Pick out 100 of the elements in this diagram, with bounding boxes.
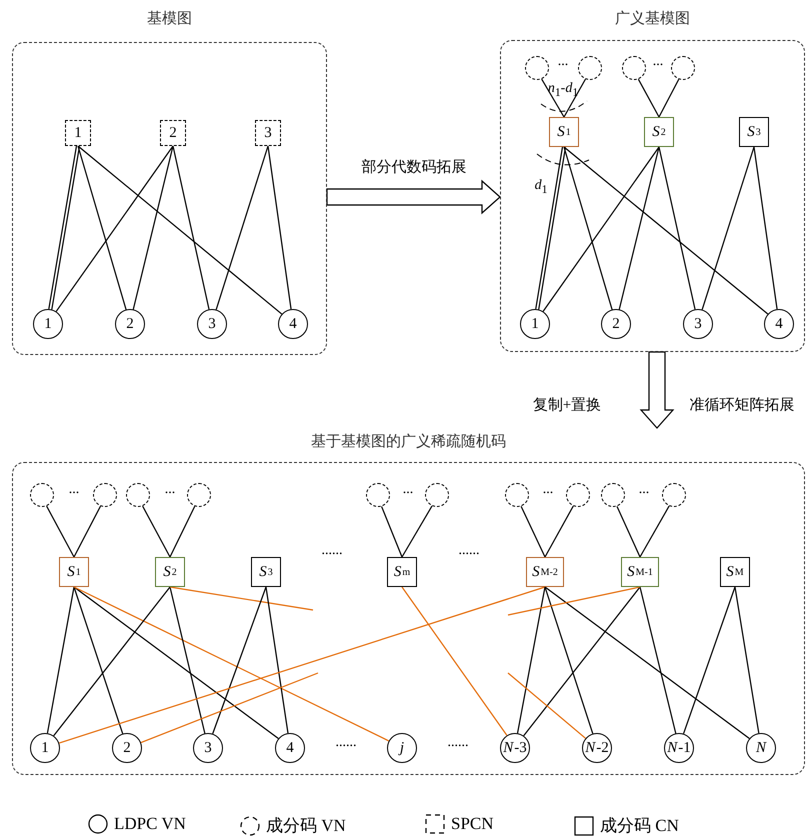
connector-line bbox=[53, 586, 170, 736]
dashed-variable-node-circle bbox=[578, 56, 602, 80]
variable-node-circle: 3 bbox=[683, 309, 713, 339]
dashed-variable-node-circle bbox=[425, 483, 449, 507]
dashed-variable-node-circle bbox=[671, 56, 695, 80]
dashed-variable-node-circle bbox=[93, 483, 117, 507]
connector-line bbox=[46, 506, 75, 558]
variable-node-circle: N bbox=[746, 733, 776, 763]
connector-line bbox=[140, 672, 318, 744]
block-arrow bbox=[640, 351, 674, 429]
legend-label: 成分码 VN bbox=[266, 815, 346, 837]
variable-node-circle: 3 bbox=[193, 733, 223, 763]
dashed-check-node: 2 bbox=[160, 120, 186, 146]
connector-line bbox=[544, 506, 574, 558]
dashed-check-node: 3 bbox=[255, 120, 281, 146]
variable-node-circle: 4 bbox=[275, 733, 305, 763]
connector-line bbox=[520, 506, 546, 558]
ellipsis: ...... bbox=[336, 735, 356, 751]
degree-label: d$_{1}$ bbox=[534, 178, 548, 196]
dashed-variable-node-circle bbox=[30, 483, 54, 507]
dashed-variable-node-circle bbox=[601, 483, 625, 507]
legend-label: 成分码 CN bbox=[600, 815, 679, 837]
connector-line bbox=[78, 146, 282, 314]
connector-line bbox=[401, 506, 433, 558]
connector-line bbox=[542, 146, 660, 312]
variable-node-circle: 1 bbox=[520, 309, 550, 339]
variable-node-circle: 4 bbox=[278, 309, 308, 339]
group-title: 基于基模图的广义稀疏随机码 bbox=[310, 432, 507, 451]
connector-line bbox=[658, 146, 696, 310]
connector-line bbox=[74, 586, 390, 742]
connector-line bbox=[544, 586, 594, 734]
variable-node-circle: 2 bbox=[601, 309, 631, 339]
dashed-variable-node-circle bbox=[662, 483, 686, 507]
variable-node-circle: 1 bbox=[30, 733, 60, 763]
connector-line bbox=[169, 586, 206, 734]
ellipsis: ... bbox=[542, 482, 554, 498]
variable-node-circle: 2 bbox=[115, 309, 145, 339]
variable-node-circle: 2 bbox=[112, 733, 142, 763]
ellipsis: ... bbox=[68, 482, 80, 498]
ellipsis: ... bbox=[638, 482, 650, 498]
variable-node-circle: N-3 bbox=[500, 733, 530, 763]
dashed-variable-node-circle bbox=[525, 56, 549, 80]
connector-line bbox=[74, 586, 279, 739]
dashed-variable-node-circle bbox=[126, 483, 150, 507]
connector-line bbox=[658, 78, 680, 118]
connector-line bbox=[142, 506, 171, 558]
connector-line bbox=[169, 506, 196, 558]
connector-line bbox=[402, 586, 508, 736]
variable-node-circle: j bbox=[387, 733, 417, 763]
connector-line bbox=[267, 146, 292, 310]
legend-label: LDPC VN bbox=[114, 814, 186, 834]
ellipsis: ... bbox=[652, 54, 664, 70]
connector-line bbox=[170, 586, 314, 611]
connector-line bbox=[523, 586, 640, 736]
connector-line bbox=[682, 586, 736, 734]
connector-line bbox=[563, 78, 586, 118]
legend-label: SPCN bbox=[451, 814, 494, 834]
ellipsis: ...... bbox=[458, 543, 480, 559]
variable-node-circle: N-2 bbox=[582, 733, 612, 763]
connector-line bbox=[508, 672, 586, 739]
connector-line bbox=[216, 146, 269, 310]
connector-line bbox=[638, 78, 660, 118]
ellipsis: ...... bbox=[322, 543, 342, 559]
connector-line bbox=[544, 586, 750, 739]
ellipsis: ... bbox=[558, 54, 568, 70]
group-title: 基模图 bbox=[146, 10, 193, 28]
connector-line bbox=[77, 146, 127, 310]
connector-line bbox=[734, 586, 760, 734]
connector-line bbox=[265, 586, 289, 734]
ellipsis: ...... bbox=[448, 735, 468, 751]
connector-line bbox=[516, 586, 546, 734]
connector-line bbox=[132, 146, 174, 310]
connector-line bbox=[508, 586, 640, 616]
connector-line bbox=[172, 146, 210, 310]
connector-line bbox=[381, 506, 403, 558]
connector-line bbox=[639, 506, 670, 558]
connector-line bbox=[73, 506, 102, 558]
connector-line bbox=[702, 146, 755, 310]
ellipsis: ... bbox=[164, 482, 176, 498]
dashed-variable-node-circle bbox=[566, 483, 590, 507]
dashed-check-node: 1 bbox=[65, 120, 91, 146]
connector-line bbox=[73, 586, 124, 734]
connector-line bbox=[564, 146, 768, 314]
connector-line bbox=[46, 586, 75, 734]
variable-node-circle: 1 bbox=[33, 309, 63, 339]
variable-node-circle: 4 bbox=[764, 309, 794, 339]
group-title: 广义基模图 bbox=[614, 10, 691, 28]
dashed-variable-node-circle bbox=[187, 483, 211, 507]
connector-line bbox=[56, 146, 174, 312]
dashed-variable-node-circle bbox=[505, 483, 529, 507]
arrow-label: 准循环矩阵拓展 bbox=[690, 396, 794, 414]
connector-line bbox=[563, 146, 613, 310]
dashed-variable-node-circle bbox=[622, 56, 646, 80]
ellipsis: ... bbox=[402, 482, 414, 498]
connector-line bbox=[616, 506, 641, 558]
variable-node-circle: 3 bbox=[197, 309, 227, 339]
block-arrow bbox=[326, 180, 501, 214]
edge-label: 部分代数码拓展 bbox=[360, 158, 468, 176]
connector-line bbox=[753, 146, 778, 310]
connector-line bbox=[212, 586, 267, 734]
